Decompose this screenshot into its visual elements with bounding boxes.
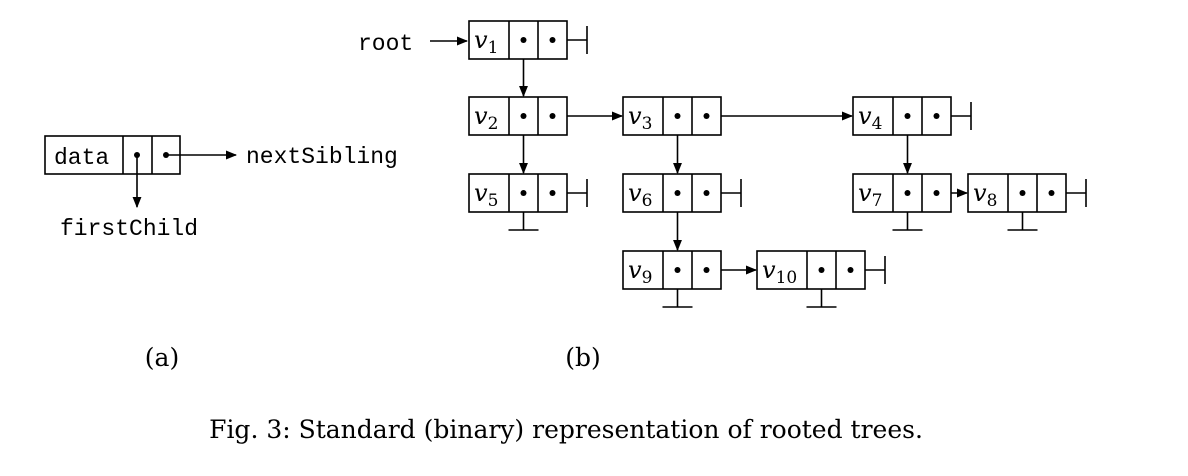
caption-b: (b) (565, 343, 601, 372)
node-label-letter: v (762, 256, 776, 284)
node-label: v8 (973, 179, 997, 211)
node-label-letter: v (628, 102, 642, 130)
next-sibling-pointer-dot (847, 267, 854, 273)
data-field-label: data (54, 145, 109, 171)
node-label-subscript: 6 (642, 191, 653, 211)
next-sibling-pointer-dot (703, 267, 710, 273)
next-sibling-pointer-dot (549, 113, 556, 119)
node-label-letter: v (858, 179, 872, 207)
node-label: v3 (628, 102, 652, 134)
next-sibling-pointer-dot (933, 113, 940, 119)
next-sibling-pointer-dot (703, 113, 710, 119)
node-label: v7 (858, 179, 882, 211)
next-sibling-label: nextSibling (246, 144, 398, 170)
node-label-letter: v (628, 256, 642, 284)
node-label: v4 (858, 102, 882, 134)
node-label: v2 (474, 102, 498, 134)
first-child-pointer-dot (1019, 190, 1026, 196)
first-child-pointer-dot (904, 190, 911, 196)
caption-a: (a) (145, 343, 179, 372)
first-child-pointer-dot (818, 267, 825, 273)
node-label-letter: v (474, 102, 488, 130)
node-label: v9 (628, 256, 652, 288)
first-child-pointer-dot (520, 37, 527, 43)
tree-node-v1: v1 (468, 20, 568, 60)
node-label-letter: v (628, 179, 642, 207)
tree-node-v2: v2 (468, 96, 568, 136)
tree-node-v9: v9 (622, 250, 722, 290)
node-label-subscript: 2 (488, 114, 499, 134)
node-label-subscript: 9 (642, 268, 653, 288)
node-label-subscript: 8 (987, 191, 998, 211)
next-sibling-pointer-dot (1048, 190, 1055, 196)
node-label-subscript: 10 (776, 268, 798, 288)
node-label-subscript: 4 (872, 114, 883, 134)
first-child-pointer-dot (674, 190, 681, 196)
first-child-pointer-dot (520, 113, 527, 119)
tree-node-v8: v8 (967, 173, 1067, 213)
node-box (622, 173, 722, 213)
figure-caption: Fig. 3: Standard (binary) representation… (209, 415, 923, 444)
first-child-pointer-dot (674, 113, 681, 119)
node-label: v6 (628, 179, 652, 211)
part-a-node-schematic: data nextSibling firstChild (44, 135, 398, 242)
next-sibling-pointer-dot (549, 37, 556, 43)
node-label: v5 (474, 179, 498, 211)
tree-node-v6: v6 (622, 173, 722, 213)
first-child-pointer-dot (904, 113, 911, 119)
node-box (756, 250, 866, 290)
node-label-subscript: 5 (488, 191, 499, 211)
next-sibling-pointer-dot (703, 190, 710, 196)
next-sibling-pointer-dot (549, 190, 556, 196)
first-child-pointer-dot (520, 190, 527, 196)
node-label-subscript: 1 (488, 38, 499, 58)
next-sibling-pointer-dot (933, 190, 940, 196)
schematic-node-box (44, 135, 181, 175)
first-child-label: firstChild (60, 216, 198, 242)
first-child-pointer-dot (674, 267, 681, 273)
tree-node-v10: v10 (756, 250, 866, 290)
node-label-subscript: 7 (872, 191, 883, 211)
tree-node-v7: v7 (852, 173, 952, 213)
node-label-letter: v (973, 179, 987, 207)
tree-node-v3: v3 (622, 96, 722, 136)
node-label: v10 (762, 256, 797, 288)
node-label: v1 (474, 26, 498, 58)
node-label-subscript: 3 (642, 114, 653, 134)
root-label: root (358, 31, 413, 57)
node-label-letter: v (858, 102, 872, 130)
tree-node-v4: v4 (852, 96, 952, 136)
node-label-letter: v (474, 179, 488, 207)
tree-node-v5: v5 (468, 173, 568, 213)
node-label-letter: v (474, 26, 488, 54)
